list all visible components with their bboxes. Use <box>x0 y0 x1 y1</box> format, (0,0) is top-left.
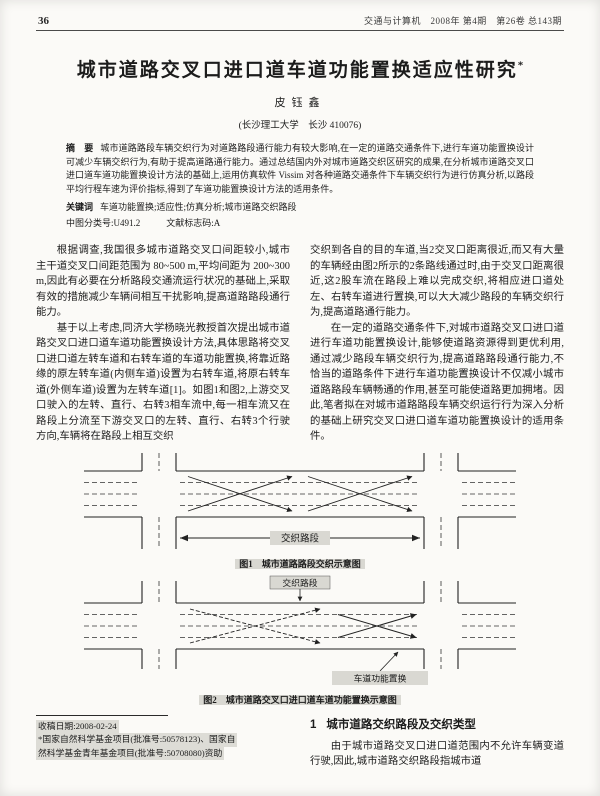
lane-markings <box>84 452 516 549</box>
paragraph: 根据调查,我国很多城市道路交叉口间距较小,城市主干道交叉口间距范围为 80~50… <box>36 245 290 318</box>
figure2-road-diagram: 交织路段 <box>84 575 516 685</box>
bottom-two-columns: 收稿日期:2008-02-24 *国家自然科学基金项目(批准号:50578123… <box>36 712 564 770</box>
abstract-label: 摘 要 <box>66 143 94 153</box>
author-affiliation: (长沙理工大学 长沙 410076) <box>238 121 362 131</box>
figure2-caption: 图2 城市道路交叉口进口道车道功能置换示意图 <box>80 693 520 706</box>
header-rule <box>36 30 564 31</box>
received-date-text: 收稿日期:2008-02-24 <box>36 719 119 733</box>
fig1-weaving-label: 交织路段 <box>281 532 320 544</box>
page-number: 36 <box>38 15 49 27</box>
weaving-section-dimension: 交织路段 <box>180 530 420 545</box>
body-left-column: 根据调查,我国很多城市道路交叉口间距较小,城市主干道交叉口间距范围为 80~50… <box>36 243 290 445</box>
figure1-road-diagram: 交织路段 <box>84 452 516 549</box>
weaving-arrows <box>187 474 413 512</box>
keywords-line: 关键词车道功能置换;适应性;仿真分析;城市道路交织路段 <box>66 201 534 214</box>
fig2-swap-label-box: 车道功能置换 <box>332 651 428 685</box>
lane-markings <box>84 580 516 669</box>
keywords-text: 车道功能置换;适应性;仿真分析;城市道路交织路段 <box>100 202 297 212</box>
paper-title: 城市道路交叉口进口道车道功能置换适应性研究* <box>36 55 564 82</box>
paragraph: 基于以上考虑,同济大学杨晓光教授首次提出城市道路交叉口进口道车道功能置换设计方法… <box>36 322 290 443</box>
abstract-text: 城市道路路段车辆交织行为对道路路段通行能力有较大影响,在一定的道路交通条件下,进… <box>66 143 534 194</box>
figure-1: 交织路段 图1 城市道路路段交织示意图 <box>80 452 520 570</box>
section1-column: 1 城市道路交织路段及交织类型 由于城市道路交叉口进口道范围内不允许车辆变道行驶,… <box>310 712 564 770</box>
funding-mark: * <box>38 734 43 744</box>
figure1-caption-text: 图1 城市道路路段交织示意图 <box>235 558 365 569</box>
section1-heading: 1 城市道路交织路段及交织类型 <box>310 716 564 732</box>
page-header: 36 交通与计算机 2008年 第4期 第26卷 总143期 <box>36 14 564 30</box>
paragraph: 交织到各自的目的车道,当2交叉口距离很近,而又有大量的车辆经由图2所示的2条路线… <box>310 245 564 318</box>
weaving-trajectories <box>189 607 321 644</box>
clc-number: 中图分类号:U491.2 <box>66 218 141 228</box>
funding-line-2: 然科学基金青年基金项目(批准号:50708080)资助 <box>36 746 290 760</box>
road-edges <box>84 580 516 669</box>
section1-number: 1 <box>310 718 317 731</box>
lane-swap-arrows <box>337 612 417 639</box>
road-edges <box>84 452 516 549</box>
figure-2: 交织路段 <box>80 575 520 706</box>
body-right-column: 交织到各自的目的车道,当2交叉口距离很近,而又有大量的车辆经由图2所示的2条路线… <box>310 243 564 445</box>
fig2-weaving-label: 交织路段 <box>282 577 317 588</box>
section1-heading-text: 城市道路交织路段及交织类型 <box>326 718 476 731</box>
section1-paragraph: 由于城市道路交叉口进口道范围内不允许车辆变道行驶,因此,城市道路交织路段指城市道 <box>310 740 564 768</box>
abstract: 摘 要城市道路路段车辆交织行为对道路路段通行能力有较大影响,在一定的道路交通条件… <box>66 142 534 196</box>
body-two-columns: 根据调查,我国很多城市道路交叉口间距较小,城市主干道交叉口间距范围为 80~50… <box>36 243 564 445</box>
funding-text-2: 然科学基金青年基金项目(批准号:50708080)资助 <box>36 746 225 760</box>
figure1-caption: 图1 城市道路路段交织示意图 <box>80 557 520 570</box>
funding-text-1: 国家自然科学基金项目(批准号:50578123)、国家自 <box>42 734 236 744</box>
received-date-line: 收稿日期:2008-02-24 <box>36 719 290 733</box>
figure2-caption-text: 图2 城市道路交叉口进口道车道功能置换示意图 <box>199 694 401 705</box>
footnote-column: 收稿日期:2008-02-24 *国家自然科学基金项目(批准号:50578123… <box>36 712 290 770</box>
classification-line: 中图分类号:U491.2 文献标志码:A <box>66 217 534 230</box>
funding-note: *国家自然科学基金项目(批准号:50578123)、国家自 然科学基金青年基金项… <box>36 733 290 760</box>
keywords-label: 关键词 <box>66 202 94 212</box>
figures-area: 交织路段 图1 城市道路路段交织示意图 交织路段 <box>36 452 564 706</box>
author-name: 皮钰鑫 <box>274 97 326 109</box>
footnote-rule <box>36 714 168 716</box>
paper-title-text: 城市道路交叉口进口道车道功能置换适应性研究 <box>76 60 518 81</box>
paragraph: 在一定的道路交通条件下,对城市道路交叉口进口道进行车道功能置换设计,能够使道路资… <box>310 322 564 443</box>
funding-line-1: *国家自然科学基金项目(批准号:50578123)、国家自 <box>36 733 290 747</box>
document-code: 文献标志码:A <box>166 218 221 228</box>
journal-header-line: 交通与计算机 2008年 第4期 第26卷 总143期 <box>363 16 562 26</box>
title-footnote-mark: * <box>517 59 524 72</box>
fig2-weaving-label-box: 交织路段 <box>269 575 331 601</box>
fig2-swap-label: 车道功能置换 <box>354 672 407 683</box>
